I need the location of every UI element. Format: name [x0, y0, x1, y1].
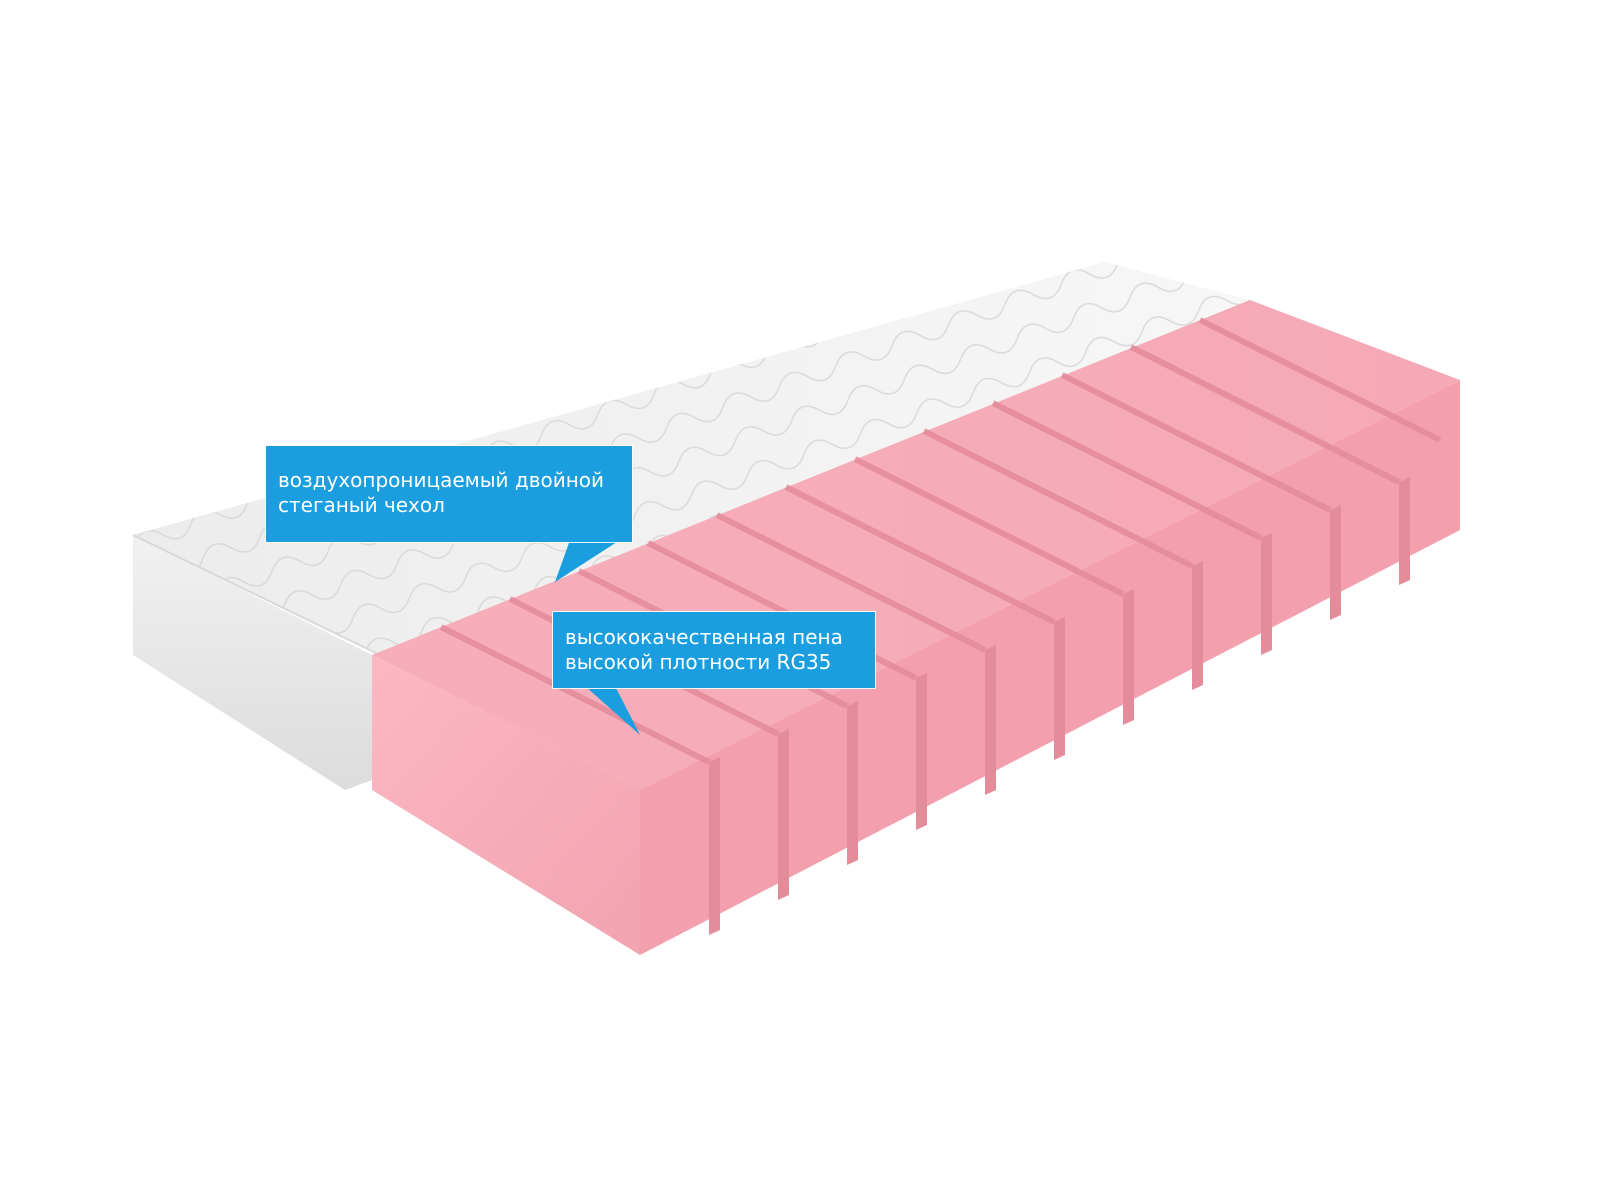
callout-foam: высококачественная пена высокой плотност…	[553, 612, 875, 688]
cover-quilting	[133, 262, 1250, 655]
foam-long-side	[640, 380, 1460, 955]
cover-side	[133, 535, 372, 790]
callout-foam-pointer	[585, 686, 640, 735]
foam-grooves	[439, 317, 1442, 765]
foam-cut-face	[372, 655, 640, 955]
foam-side-notches	[709, 477, 1410, 935]
callout-cover: воздухопроницаемый двойной стеганый чехо…	[266, 446, 632, 542]
callout-foam-line-1: высококачественная пена	[565, 625, 843, 649]
callout-cover-line-2: стеганый чехол	[278, 493, 445, 517]
cover-edge-seam	[132, 534, 381, 656]
callout-foam-line-2: высокой плотности RG35	[565, 650, 832, 674]
callout-cover-pointer	[555, 540, 620, 582]
callout-cover-line-1: воздухопроницаемый двойной	[278, 468, 605, 492]
